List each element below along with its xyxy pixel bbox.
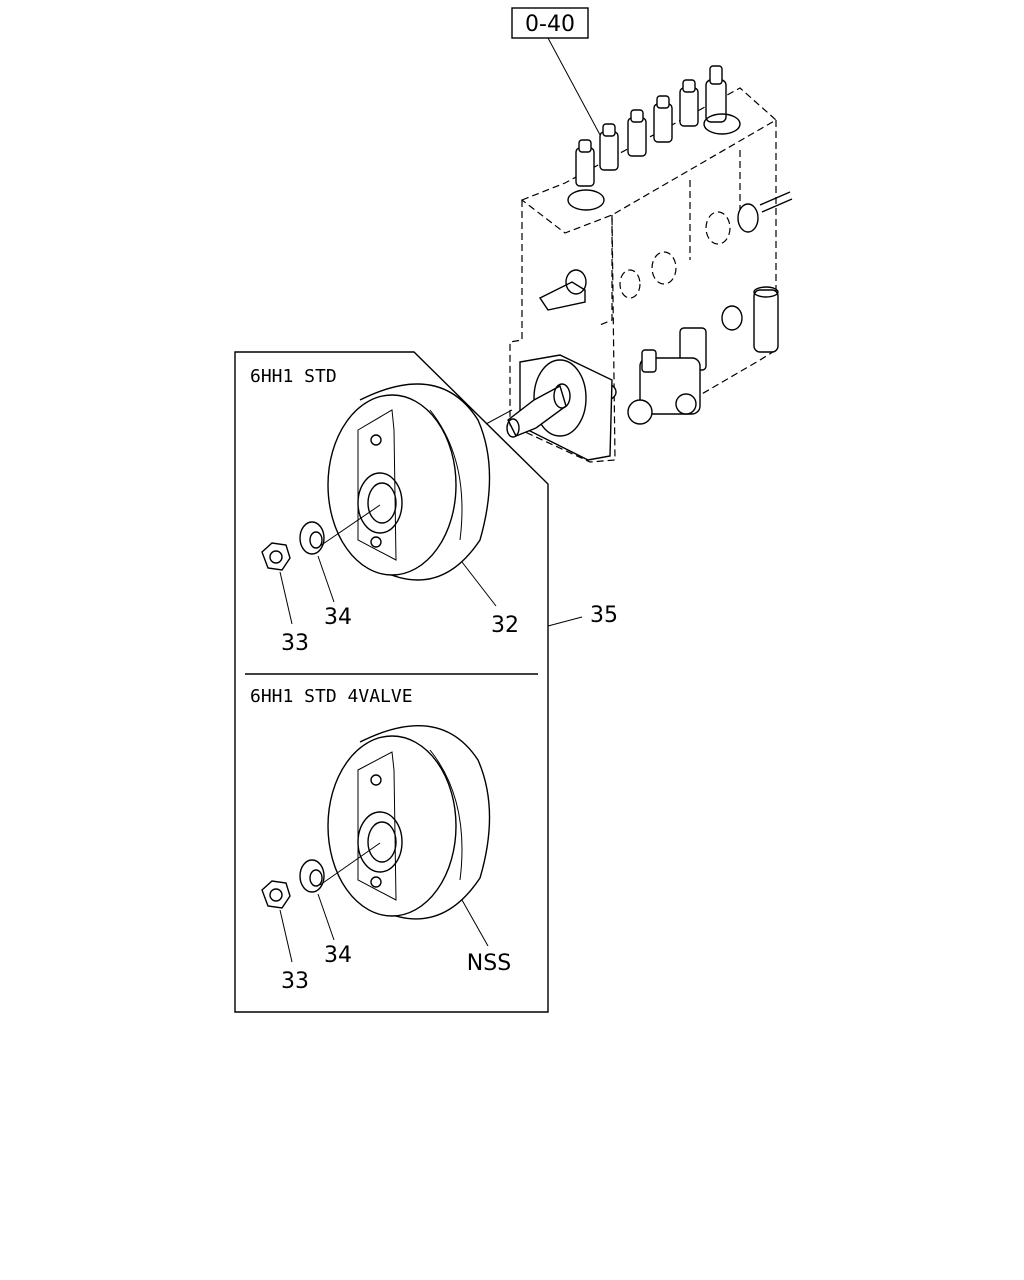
washer-34[interactable] — [299, 521, 325, 555]
callout-nss: NSS — [467, 951, 511, 976]
washer-34-b[interactable] — [299, 859, 325, 893]
panel-heading-4valve: 6HH1 STD 4VALVE — [250, 686, 413, 707]
group-frame — [234, 351, 549, 1013]
reference-leader — [547, 37, 607, 147]
callout-33: 33 — [281, 631, 309, 656]
leader-34-b — [317, 893, 335, 941]
callout-34: 34 — [324, 605, 352, 630]
nut-33-b[interactable] — [261, 880, 291, 909]
leader-33-b — [279, 909, 293, 963]
leader-33 — [279, 571, 293, 625]
reference-box[interactable]: 0-40 — [511, 7, 589, 39]
leader-35 — [547, 616, 583, 627]
callout-35: 35 — [590, 603, 618, 628]
leader-34 — [317, 555, 335, 603]
coupling-nss[interactable] — [327, 725, 491, 920]
coupling-32[interactable] — [327, 383, 491, 581]
callout-33-b: 33 — [281, 969, 309, 994]
axis-line-1 — [319, 504, 381, 547]
reference-label: 0-40 — [525, 12, 575, 37]
panel-heading-std: 6HH1 STD — [250, 366, 337, 387]
leader-32 — [461, 561, 497, 607]
shaft-leader — [485, 409, 513, 425]
callout-32: 32 — [491, 613, 519, 638]
nut-33[interactable] — [261, 542, 291, 571]
axis-line-2 — [319, 842, 381, 886]
injection-pump — [506, 65, 793, 463]
leader-nss — [461, 899, 489, 947]
callout-34-b: 34 — [324, 943, 352, 968]
